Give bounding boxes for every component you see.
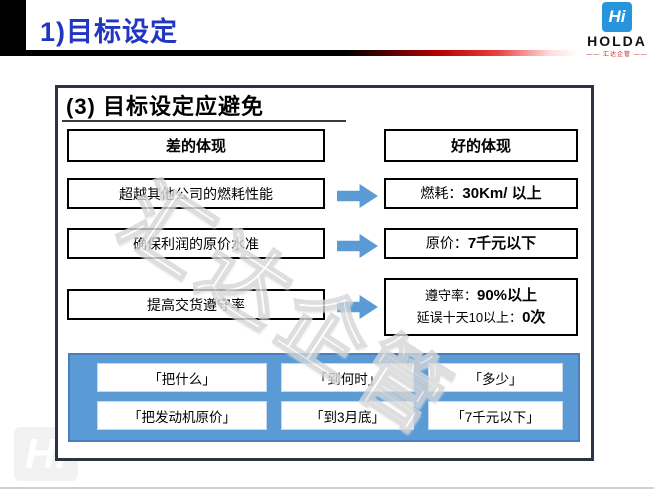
title-accent-bar [0, 0, 26, 56]
logo-name: HOLDA [587, 33, 647, 49]
section-heading: (3) 目标设定应避免 [66, 94, 265, 119]
good-item-3: 遵守率：90%以上 延误十天10以上：0次 [384, 278, 578, 336]
grid-cell-engine-price: 「把发动机原价」 [97, 401, 267, 430]
good-item-1: 燃耗：30Km/ 以上 [384, 178, 578, 209]
good-item-1-text: 燃耗：30Km/ 以上 [420, 184, 542, 202]
grid-cell-under-7k: 「7千元以下」 [428, 401, 563, 430]
slide-bottom-rule [0, 487, 654, 489]
good-item-2-text: 原价：7千元以下 [425, 234, 537, 252]
bad-item-1: 超越其他公司的燃耗性能 [67, 178, 325, 209]
bad-item-3: 提高交货遵守率 [67, 289, 325, 320]
section-heading-rule [62, 120, 346, 122]
logo-subtitle: —— 汇达企管 —— [586, 52, 648, 58]
bad-item-2: 确保利润的原价水准 [67, 228, 325, 259]
grid-cell-howmuch: 「多少」 [428, 363, 563, 392]
title-rule [0, 50, 578, 56]
good-item-3-line-2: 延误十天10以上：0次 [416, 309, 546, 326]
page-title: 1)目标设定 [40, 17, 179, 47]
good-item-3-line-1: 遵守率：90%以上 [424, 287, 538, 305]
grid-cell-what: 「把什么」 [97, 363, 267, 392]
good-item-2: 原价：7千元以下 [384, 228, 578, 259]
grid-cell-when: 「到何时」 [281, 363, 414, 392]
holda-logo: Hi HOLDA —— 汇达企管 —— [582, 2, 652, 58]
column-header-bad: 差的体现 [67, 129, 325, 162]
grid-cell-by-march: 「到3月底」 [281, 401, 414, 430]
holda-logo-icon: Hi [602, 2, 632, 32]
column-header-good: 好的体现 [384, 129, 578, 162]
